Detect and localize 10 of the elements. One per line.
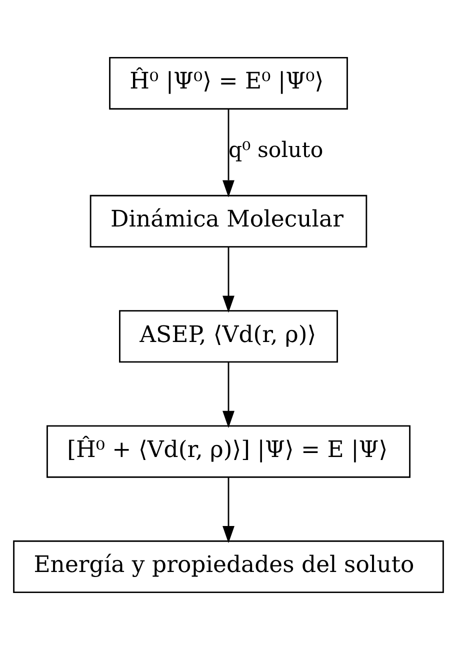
arrow	[222, 362, 234, 428]
arrow	[222, 476, 234, 543]
edge-label: q⁰ soluto	[228, 138, 324, 163]
node-box: Energía y propiedades del soluto	[13, 540, 444, 593]
arrow	[222, 246, 234, 312]
node-box: ASEP, ⟨Vd(r, ρ)⟩	[119, 310, 338, 362]
node-box: [Ĥ⁰ + ⟨Vd(r, ρ)⟩] |Ψ⟩ = E |Ψ⟩	[46, 424, 410, 478]
node-box: Ĥ⁰ |Ψ⁰⟩ = E⁰ |Ψ⁰⟩	[109, 56, 348, 110]
arrow	[222, 108, 234, 197]
node-box: Dinámica Molecular	[90, 194, 368, 247]
